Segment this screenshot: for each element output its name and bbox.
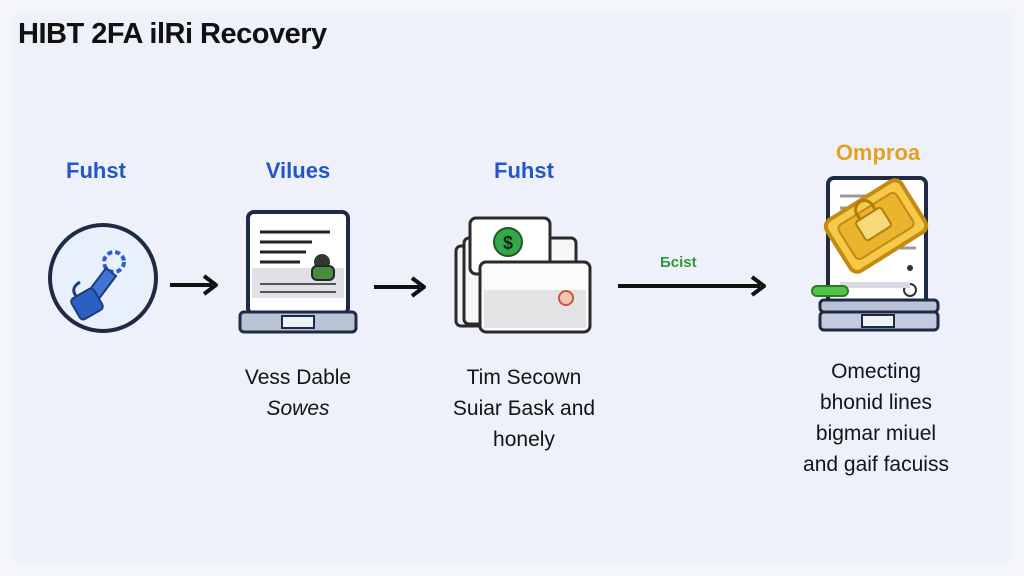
step-3-caption-line-3: honely bbox=[493, 428, 555, 451]
step-4-caption: Omecting bhonid lines bigmar miuel and g… bbox=[760, 356, 992, 480]
step-2-caption-line-2: Sowes bbox=[266, 397, 330, 420]
document-id-icon bbox=[238, 210, 358, 334]
arrow-1 bbox=[170, 274, 218, 296]
arrow-3-label: Бcist bbox=[660, 254, 697, 271]
step-3-caption-line-1: Tim Secown bbox=[466, 366, 582, 389]
step-3-label: Fuhst bbox=[494, 158, 554, 183]
step-4-caption-line-1: Omecting bbox=[831, 360, 921, 383]
step-1-label: Fuhst bbox=[66, 158, 126, 183]
arrow-2 bbox=[374, 276, 426, 298]
svg-text:$: $ bbox=[503, 233, 513, 253]
gold-lock-document-icon bbox=[811, 176, 940, 332]
step-2-label: Vilues bbox=[265, 158, 331, 183]
key-shield-icon bbox=[48, 223, 158, 333]
step-4-caption-line-3: bigmar miuel bbox=[815, 422, 937, 445]
payment-documents-icon: $ bbox=[454, 216, 592, 334]
step-4-caption-line-4: and gaif facuiss bbox=[803, 453, 949, 476]
step-3-caption: Tim Secown Suiar Бask and honely bbox=[414, 362, 634, 455]
step-4-caption-line-2: bhonid lines bbox=[819, 391, 933, 414]
step-4-label: Omproa bbox=[835, 140, 921, 165]
page-title: HIBT 2FA ilRi Recovery bbox=[18, 18, 327, 50]
step-2-caption-line-1: Vess Dable bbox=[244, 366, 352, 389]
step-3-caption-line-2: Suiar Бask and bbox=[452, 397, 596, 420]
arrow-3 bbox=[618, 275, 766, 297]
step-2-caption: Vess Dable Sowes bbox=[198, 362, 398, 424]
